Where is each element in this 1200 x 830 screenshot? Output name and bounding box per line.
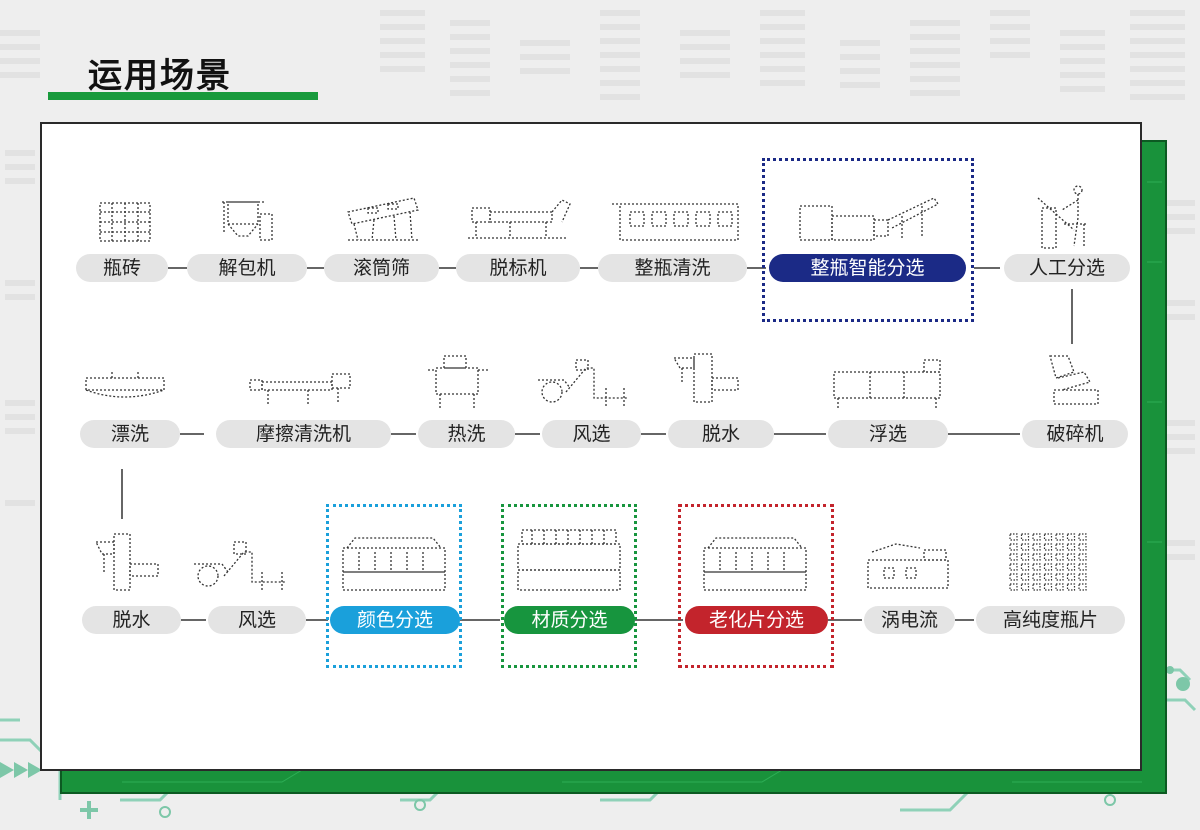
color-sorter-icon — [342, 537, 446, 591]
dewatering-icon — [672, 353, 739, 403]
step-hot-washing: 热洗 — [418, 420, 515, 448]
float-tank-icon — [833, 359, 941, 410]
step-friction-washer: 摩擦清洗机 — [216, 420, 391, 448]
highlight-frame-color-sorter — [326, 504, 462, 668]
step-bottle-smart-sorting: 整瓶智能分选 — [769, 254, 966, 282]
process-flow-panel: 瓶砖 解包机 滚筒筛 脱标机 整瓶清洗 整瓶智能分选 人工分选 漂洗 摩擦清洗机… — [40, 122, 1142, 771]
hot-washer-icon — [428, 355, 490, 408]
step-flotation: 浮选 — [828, 420, 948, 448]
step-trommel: 滚筒筛 — [324, 254, 439, 282]
step-manual-sorting: 人工分选 — [1004, 254, 1130, 282]
step-dewatering-2: 脱水 — [82, 606, 181, 634]
eddy-current-icon — [867, 543, 949, 589]
highlight-frame-aged-flake-sorter — [678, 504, 834, 668]
air-classifier-icon — [194, 541, 286, 590]
material-sorter-icon — [517, 529, 621, 591]
trommel-icon — [347, 197, 419, 241]
step-debaler: 解包机 — [187, 254, 307, 282]
debaler-icon — [222, 201, 273, 241]
delabeler-icon — [468, 199, 571, 239]
step-crusher: 破碎机 — [1022, 420, 1128, 448]
bottle-washer-icon — [612, 203, 739, 241]
step-eddy-current: 涡电流 — [864, 606, 955, 634]
crusher-icon — [1049, 355, 1099, 405]
bottle-sorter-icon — [799, 197, 939, 241]
step-bottle-bale: 瓶砖 — [76, 254, 168, 282]
step-high-purity-flakes: 高纯度瓶片 — [976, 606, 1125, 634]
step-air-separation: 风选 — [542, 420, 641, 448]
step-rinsing: 漂洗 — [80, 420, 180, 448]
title-underline — [48, 92, 318, 100]
step-delabeler: 脱标机 — [456, 254, 580, 282]
step-aged-flake-sorting: 老化片分选 — [685, 606, 828, 634]
step-dewatering: 脱水 — [668, 420, 774, 448]
rinsing-tank-icon — [85, 372, 165, 398]
step-air-separation-2: 风选 — [208, 606, 306, 634]
flow-connectors — [121, 267, 1073, 621]
page-title: 运用场景 — [88, 56, 232, 96]
bale-icon — [99, 202, 151, 242]
highlight-frame-bottle-sorter — [762, 158, 974, 322]
friction-washer-icon — [249, 373, 351, 404]
manual-sorting-icon — [1037, 185, 1086, 249]
aged-flake-sorter-icon — [703, 537, 807, 591]
step-color-sorting: 颜色分选 — [330, 606, 460, 634]
step-material-sorting: 材质分选 — [504, 606, 635, 634]
step-bottle-washing: 整瓶清洗 — [598, 254, 747, 282]
highlight-frame-material-sorter — [501, 504, 637, 668]
air-classifier-icon — [538, 359, 628, 406]
dewatering-icon — [94, 533, 159, 591]
pure-flakes-icon — [1009, 533, 1087, 591]
